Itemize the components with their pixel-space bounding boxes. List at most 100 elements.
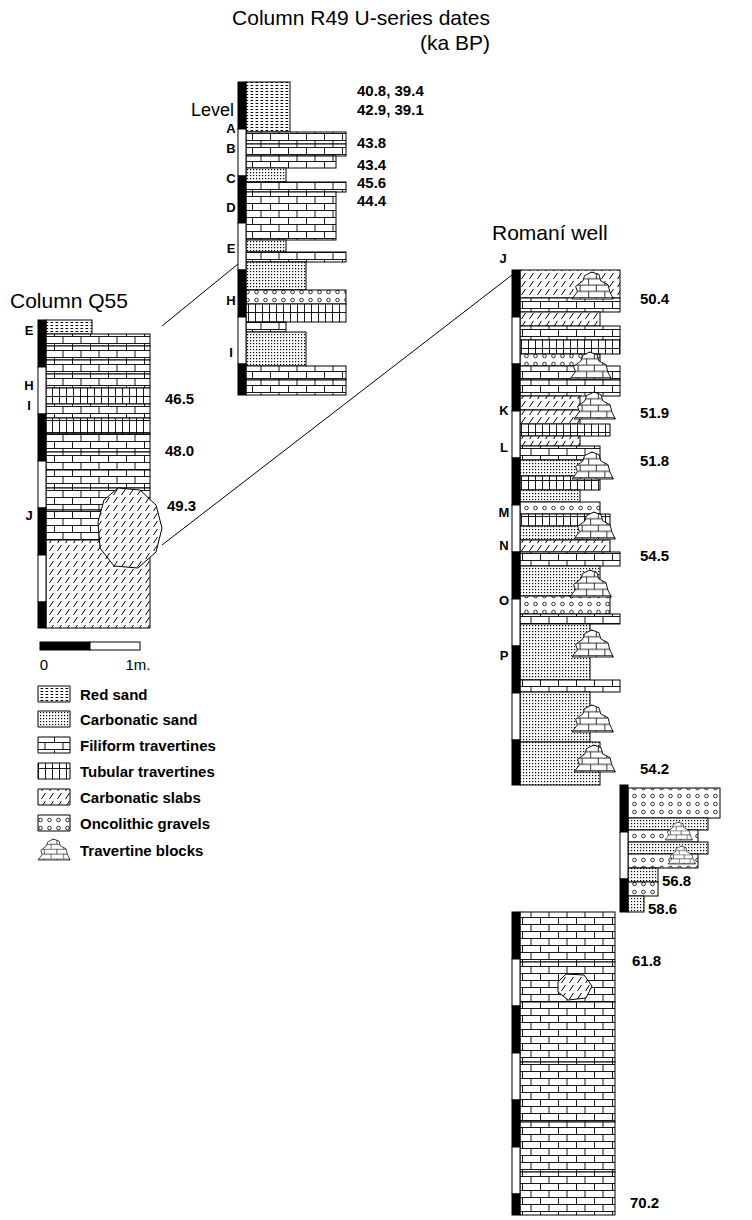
level-letter: A [226, 122, 235, 135]
scale-segment [38, 414, 46, 461]
scale-segment [38, 367, 46, 414]
date-label: 50.4 [640, 291, 669, 306]
scale-segment [512, 1194, 520, 1215]
scale-segment [512, 959, 520, 1006]
date-label: 45.6 [357, 175, 386, 190]
travertine-block [572, 630, 613, 657]
lithology-unit [520, 540, 610, 552]
level-letter: K [499, 404, 508, 417]
lithology-unit [520, 552, 620, 566]
lithology-unit [520, 380, 620, 396]
lithology-unit [520, 502, 600, 514]
axis-title: Level [191, 101, 234, 119]
lithology-unit [246, 240, 286, 252]
travertine-block [574, 745, 615, 772]
date-label: 58.6 [648, 901, 677, 916]
lithology-unit [520, 396, 580, 410]
lithology-unit [246, 252, 346, 262]
scale-segment [38, 461, 46, 508]
legend-swatch [38, 737, 70, 753]
date-label: 51.8 [640, 453, 669, 468]
lithology-unit [628, 818, 708, 830]
lithology-unit [246, 192, 336, 240]
scale-segment [512, 270, 520, 317]
scale-segment [38, 508, 46, 555]
legend-swatch [38, 789, 70, 805]
level-letter: J [25, 509, 32, 522]
date-label: 44.4 [357, 193, 386, 208]
column-heading: Column Q55 [10, 288, 128, 313]
stratigraphic-column: Romaní well [512, 270, 720, 1215]
travertine-block [665, 822, 693, 840]
lithology-unit [628, 868, 658, 882]
scale-segment [620, 785, 628, 832]
scale-segment [38, 555, 46, 602]
level-letter: I [229, 346, 233, 359]
lithology-unit [520, 340, 620, 354]
travertine-block [572, 452, 613, 479]
travertine-block [570, 352, 611, 379]
lithology-unit [520, 312, 600, 326]
scale-segment [512, 599, 520, 646]
scale-segment [512, 505, 520, 552]
date-label: 61.8 [632, 953, 661, 968]
lithology-unit [46, 334, 150, 346]
legend-swatch [38, 711, 70, 727]
level-letter: J [499, 252, 506, 265]
legend-text: Oncolithic gravels [80, 816, 210, 831]
lithology-unit [628, 842, 708, 854]
lithology-unit [246, 332, 306, 366]
lithology-unit [520, 270, 620, 298]
lithology-unit [246, 380, 346, 395]
scale-segment [238, 270, 246, 317]
lithology-unit [46, 418, 150, 434]
lithology-unit [520, 490, 580, 502]
column-heading: Column R49 U-series dates (ka BP) [200, 5, 490, 55]
travertine-block [572, 705, 613, 732]
lithology-unit [246, 144, 346, 156]
legend-text: Filiform travertines [80, 738, 216, 753]
lithology-unit [246, 366, 346, 380]
legend-swatch [38, 763, 70, 779]
scale-segment [512, 458, 520, 505]
legend-text: Red sand [80, 687, 148, 702]
scale-segment [620, 879, 628, 912]
level-letter: L [500, 441, 508, 454]
date-label: 46.5 [165, 391, 194, 406]
scale-segment [38, 320, 46, 367]
legend-text: Carbonatic sand [80, 712, 198, 727]
level-letter: P [500, 649, 509, 662]
correlation-line [162, 275, 512, 545]
travertine-block [574, 512, 615, 539]
level-letter: H [226, 294, 235, 307]
lithology-unit [520, 912, 615, 962]
scale-segment [512, 411, 520, 458]
lithology-unit [520, 962, 615, 1002]
legend-swatch [38, 815, 70, 831]
lithology-unit [520, 1122, 615, 1172]
date-label: 48.0 [165, 443, 194, 458]
scale-segment [238, 223, 246, 270]
date-label: 42.9, 39.1 [357, 102, 424, 117]
lithology-unit [46, 374, 150, 388]
date-label: 51.9 [640, 405, 669, 420]
lithology-unit [46, 470, 150, 488]
scale-label: 0 [40, 657, 48, 672]
correlation-line [162, 264, 238, 326]
lithology-unit [46, 452, 150, 470]
lithology-unit [246, 290, 346, 304]
stratigraphic-column: Column R49 U-series dates (ka BP) [238, 82, 352, 395]
lithology-unit [46, 360, 150, 374]
lithology-unit [46, 434, 150, 452]
level-letter: E [25, 324, 34, 337]
scale-segment [512, 740, 520, 785]
travertine-block [570, 570, 611, 597]
lithology-unit [246, 82, 290, 132]
scale-segment [38, 602, 46, 628]
lithology-unit [46, 346, 150, 360]
scale-segment [512, 912, 520, 959]
travertine-block [668, 846, 696, 864]
lithology-unit [520, 596, 610, 614]
lithology-unit [46, 320, 92, 334]
